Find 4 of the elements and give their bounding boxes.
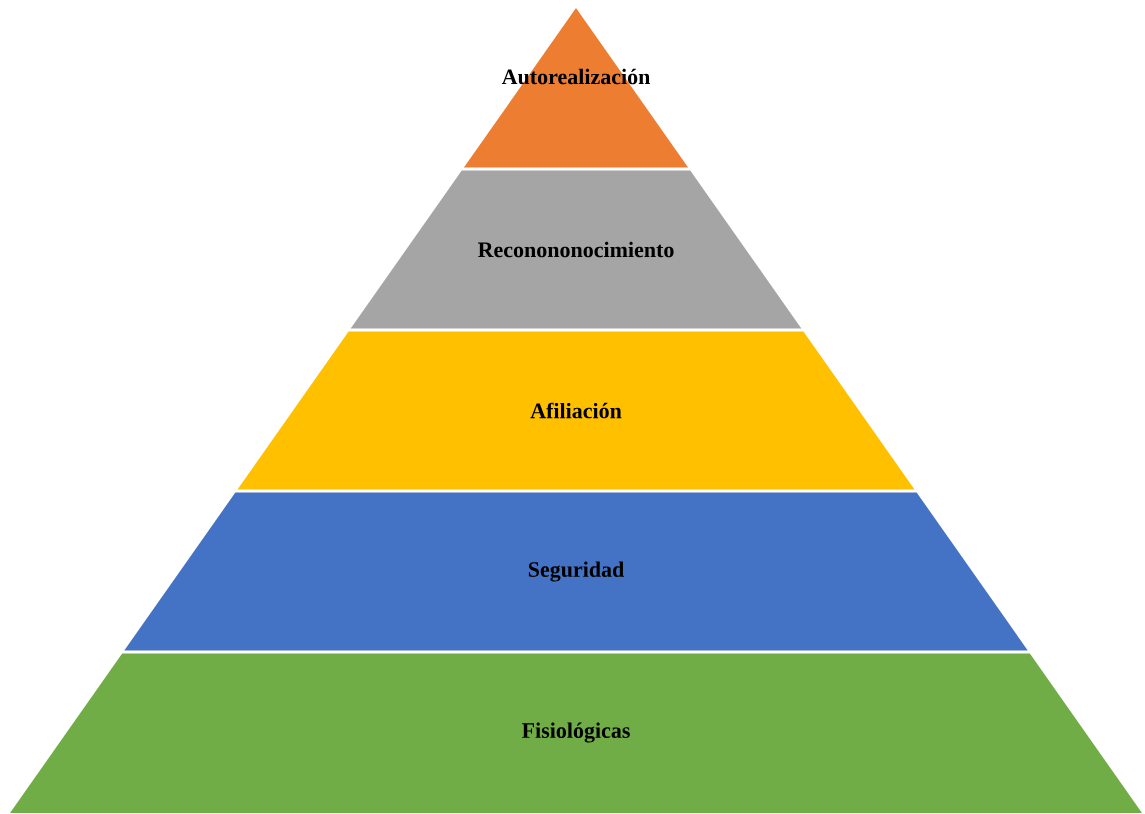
pyramid-level: Afiliación: [237, 331, 915, 490]
pyramid-level: Reconononocimiento: [350, 170, 802, 329]
pyramid-level: Fisiológicas: [10, 653, 1142, 813]
pyramid-level: Seguridad: [124, 492, 1028, 651]
